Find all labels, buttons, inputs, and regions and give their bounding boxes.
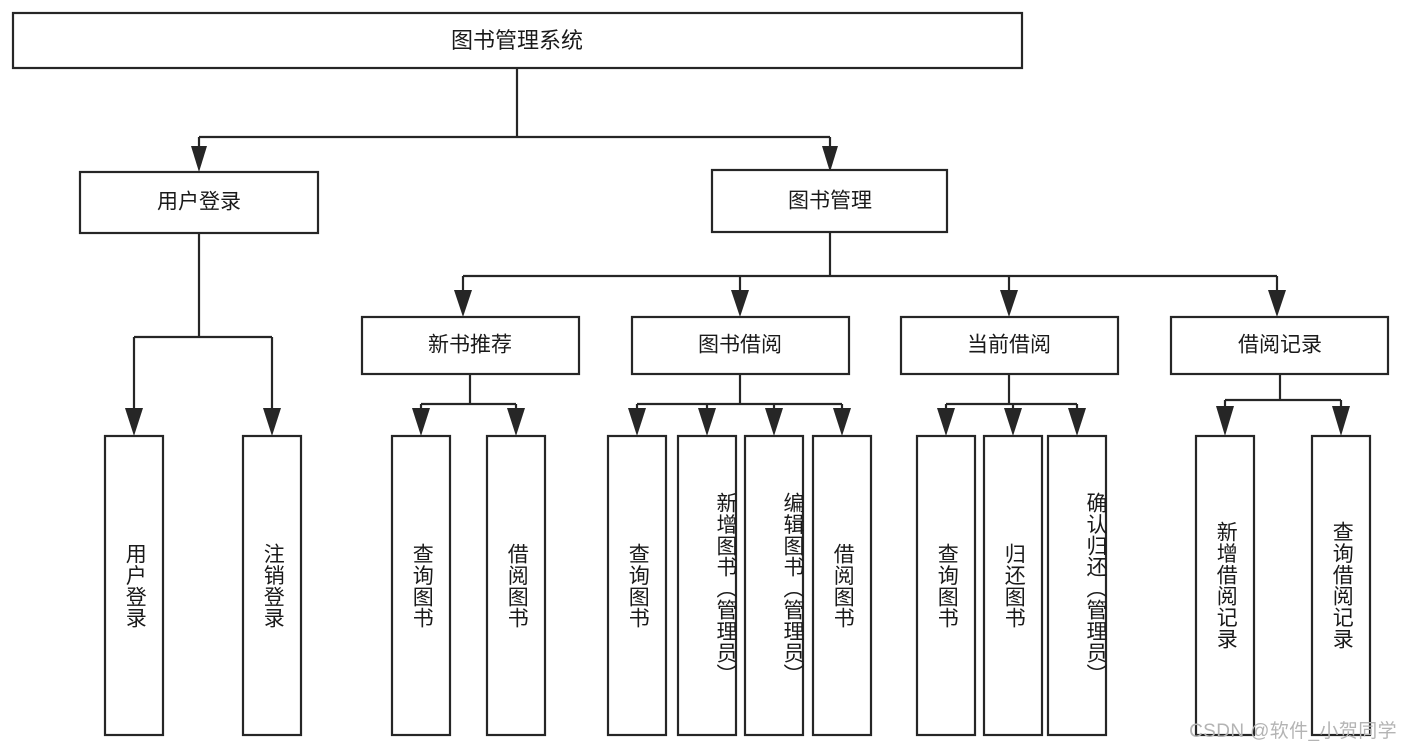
node-box-leaf-query-record[interactable] <box>1310 434 1372 737</box>
arrow-newbook-leaf-1 <box>412 408 430 436</box>
arrow-currentborrow-leaf-2 <box>1004 408 1022 436</box>
node-box-leaf-user-login[interactable] <box>103 434 165 737</box>
arrow-borrowrecord-leaf-2 <box>1332 406 1350 436</box>
arrow-root-to-user-login <box>191 146 207 172</box>
node-label-root: 图书管理系统 <box>451 28 583 53</box>
node-box-leaf-confirm-return[interactable] <box>1046 434 1108 737</box>
arrow-to-new-book-rec <box>454 290 472 317</box>
node-label-book-borrow: 图书借阅 <box>698 334 782 357</box>
node-box-leaf-borrow-book-1[interactable] <box>485 434 547 737</box>
node-label-current-borrow: 当前借阅 <box>967 334 1051 357</box>
node-label-new-book-rec: 新书推荐 <box>428 334 512 357</box>
node-box-borrow-record[interactable] <box>1169 315 1390 376</box>
watermark-text: CSDN @软件_小贺同学 <box>1189 721 1397 742</box>
node-layer: 图书管理系统 用户登录 图书管理 新书推荐 图书借阅 当前借阅 借阅记录 <box>11 11 1390 737</box>
arrow-to-book-borrow <box>731 290 749 317</box>
node-box-leaf-edit-book[interactable] <box>743 434 805 737</box>
node-box-leaf-add-book[interactable] <box>676 434 738 737</box>
node-box-leaf-logout[interactable] <box>241 434 303 737</box>
node-box-leaf-query-book-3[interactable] <box>915 434 977 737</box>
arrow-userlogin-leaf-2 <box>263 408 281 436</box>
node-box-leaf-query-book-1[interactable] <box>390 434 452 737</box>
node-box-leaf-query-book-2[interactable] <box>606 434 668 737</box>
arrow-newbook-leaf-2 <box>507 408 525 436</box>
node-box-new-book-rec[interactable] <box>360 315 581 376</box>
node-box-current-borrow[interactable] <box>899 315 1120 376</box>
node-label-borrow-record: 借阅记录 <box>1238 334 1322 357</box>
node-label-user-login: 用户登录 <box>157 191 241 214</box>
arrow-currentborrow-leaf-1 <box>937 408 955 436</box>
node-box-book-manage[interactable] <box>710 168 949 234</box>
arrow-userlogin-leaf-1 <box>125 408 143 436</box>
arrow-root-to-book-manage <box>822 146 838 172</box>
arrow-to-current-borrow <box>1000 290 1018 317</box>
node-box-book-borrow[interactable] <box>630 315 851 376</box>
arrow-borrowrecord-leaf-1 <box>1216 406 1234 436</box>
node-box-leaf-return-book[interactable] <box>982 434 1044 737</box>
node-box-user-login[interactable] <box>78 170 320 235</box>
node-label-book-manage: 图书管理 <box>788 190 872 213</box>
node-box-root[interactable] <box>11 11 1024 70</box>
arrow-bookborrow-leaf-1 <box>628 408 646 436</box>
arrow-currentborrow-leaf-3 <box>1068 408 1086 436</box>
node-box-leaf-add-record[interactable] <box>1194 434 1256 737</box>
node-box-leaf-borrow-book-2[interactable] <box>811 434 873 737</box>
arrow-to-borrow-record <box>1268 290 1286 317</box>
arrow-bookborrow-leaf-3 <box>765 408 783 436</box>
arrow-bookborrow-leaf-4 <box>833 408 851 436</box>
arrow-bookborrow-leaf-2 <box>698 408 716 436</box>
connector-layer <box>125 68 1350 436</box>
